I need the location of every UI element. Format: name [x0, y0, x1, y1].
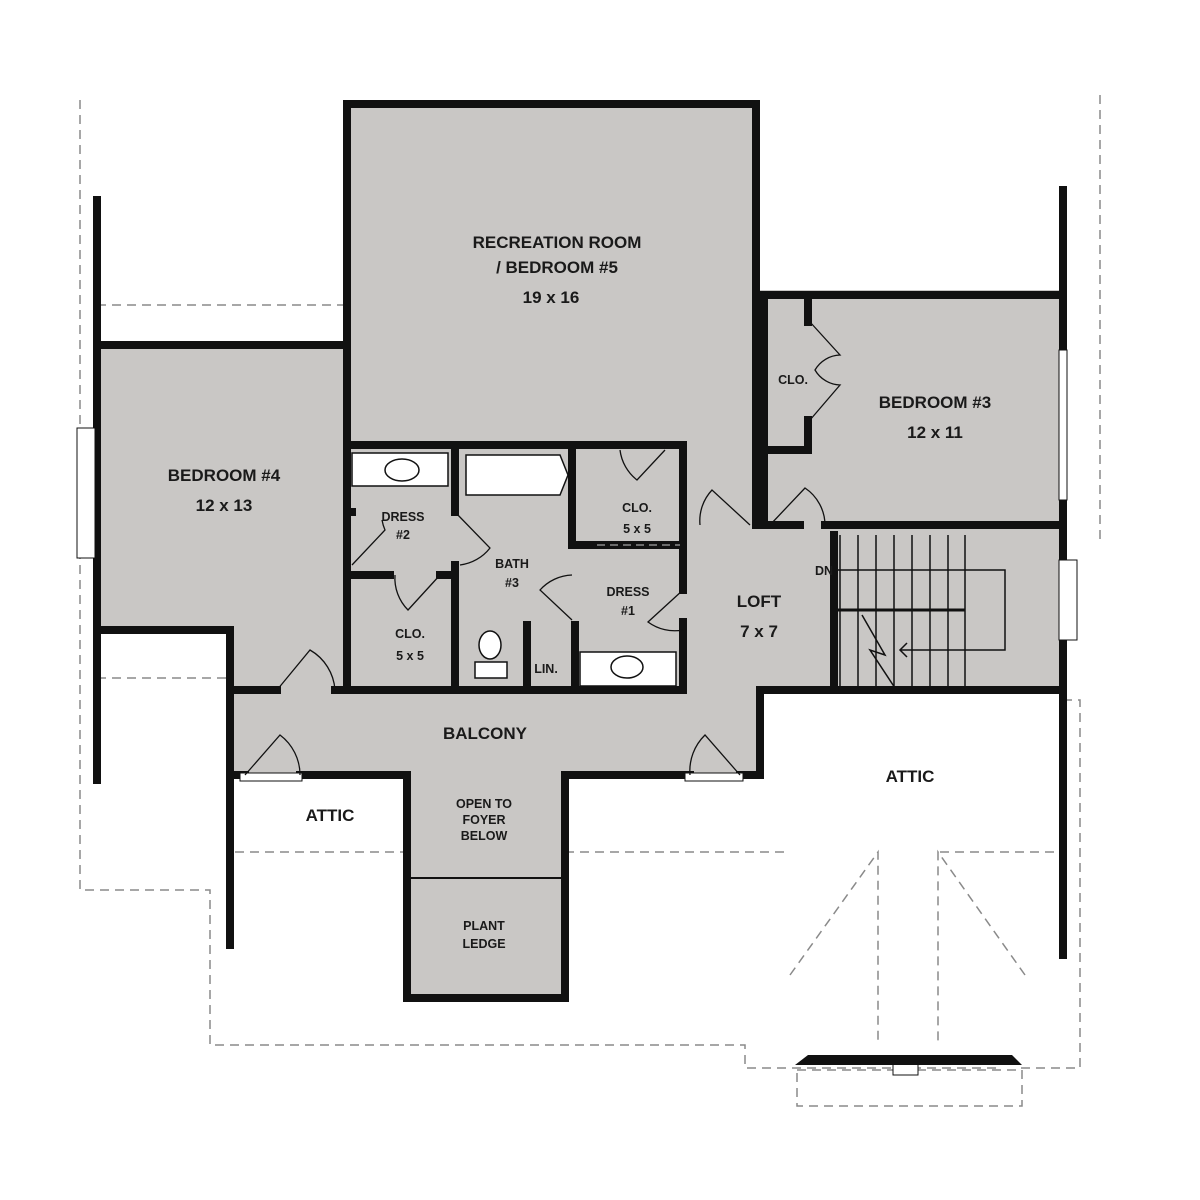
- dress1-number: #1: [621, 604, 635, 618]
- open-to-foyer: [403, 770, 565, 998]
- attic-right-label: ATTIC: [886, 767, 935, 786]
- door-balcony-left[interactable]: [244, 734, 301, 776]
- bedroom-4: [97, 345, 345, 690]
- door-balcony-right[interactable]: [689, 734, 741, 776]
- door-dress1-loft[interactable]: [646, 589, 684, 632]
- toilet: [478, 630, 502, 660]
- attic-left-label: ATTIC: [306, 806, 355, 825]
- roof-vent: [795, 1055, 1022, 1065]
- toilet-tank: [474, 661, 508, 679]
- door-bedroom3[interactable]: [769, 487, 826, 526]
- door-closet-right[interactable]: [619, 449, 666, 481]
- balcony: [230, 688, 760, 776]
- door-closet-left[interactable]: [394, 574, 441, 611]
- window-balcony-right: [684, 772, 744, 782]
- open-foyer-line1: OPEN TO: [456, 797, 512, 811]
- dress2-label: DRESS: [381, 510, 424, 524]
- closet-left-label: CLO.: [395, 627, 425, 641]
- open-foyer-line2: FOYER: [462, 813, 505, 827]
- closet-right-size: 5 x 5: [623, 522, 651, 536]
- window-loft: [1058, 559, 1078, 641]
- door-bedroom3-closet[interactable]: [809, 321, 842, 421]
- recreation-room-title: RECREATION ROOM: [473, 233, 642, 252]
- bedroom4-name: BEDROOM #4: [168, 466, 281, 485]
- doors[interactable]: [244, 321, 842, 776]
- fixtures: [351, 452, 677, 687]
- window-bedroom3: [1058, 349, 1068, 501]
- dress1-label: DRESS: [606, 585, 649, 599]
- loft-stair: [680, 520, 1060, 692]
- recreation-room-size: 19 x 16: [523, 288, 580, 307]
- bedroom3-name: BEDROOM #3: [879, 393, 991, 412]
- bedroom3-closet-label: CLO.: [778, 373, 808, 387]
- door-bath[interactable]: [454, 511, 491, 566]
- recreation-room: [343, 100, 760, 450]
- plant-ledge-line1: PLANT: [463, 919, 505, 933]
- recreation-room-subtitle: / BEDROOM #5: [496, 258, 618, 277]
- dress2-number: #2: [396, 528, 410, 542]
- door-dress2[interactable]: [351, 519, 386, 566]
- bath3-number: #3: [505, 576, 519, 590]
- door-dress1[interactable]: [539, 574, 573, 621]
- window-bedroom4: [76, 427, 96, 559]
- bath3-label: BATH: [495, 557, 529, 571]
- walls: [93, 100, 1067, 1002]
- loft-size: 7 x 7: [740, 622, 778, 641]
- stairs-down-label: DN: [815, 564, 833, 578]
- loft-name: LOFT: [737, 592, 782, 611]
- door-recreation[interactable]: [699, 489, 751, 526]
- staircase[interactable]: [838, 535, 1006, 690]
- vanity-sink-1: [579, 651, 677, 687]
- linen-label: LIN.: [534, 662, 558, 676]
- open-foyer-line3: BELOW: [461, 829, 508, 843]
- bathtub: [465, 454, 569, 496]
- bedroom-3: [760, 290, 1063, 525]
- room-fills: [97, 100, 1063, 998]
- plant-ledge-line2: LEDGE: [462, 937, 505, 951]
- window-balcony-left: [239, 772, 303, 782]
- closet-right-label: CLO.: [622, 501, 652, 515]
- bedroom3-size: 12 x 11: [907, 423, 963, 442]
- closet-left-size: 5 x 5: [396, 649, 424, 663]
- bedroom4-size: 12 x 13: [196, 496, 253, 515]
- balcony-label: BALCONY: [443, 724, 528, 743]
- windows: [76, 349, 1078, 1076]
- door-bedroom4[interactable]: [276, 649, 336, 691]
